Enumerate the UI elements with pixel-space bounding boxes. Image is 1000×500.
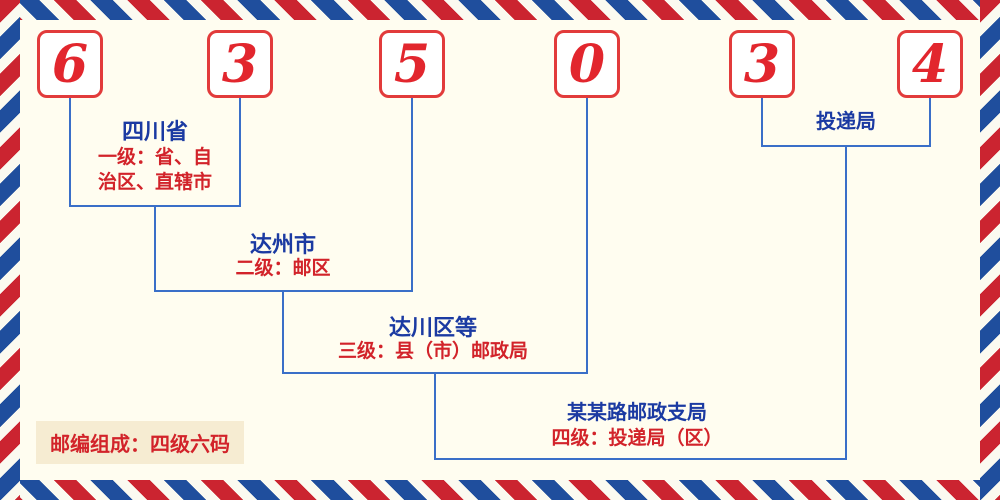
connector-line-delivery-to-branch <box>845 145 847 458</box>
county-level-desc: 三级：县（市）邮政局 <box>337 341 529 362</box>
digit-box-5: 3 <box>729 30 795 98</box>
airmail-border-bottom <box>0 480 1000 500</box>
connector-line-delivery-bottom <box>761 145 931 147</box>
connector-line-digit6-down <box>929 98 931 145</box>
city-level-desc: 二级：邮区 <box>235 258 331 279</box>
branch-name-label: 某某路邮政支局 <box>567 402 707 424</box>
connector-line-digit4-down <box>586 98 588 372</box>
connector-line-city-to-county <box>282 290 284 372</box>
digit-box-3: 5 <box>379 30 445 98</box>
connector-line-digit2-down <box>239 98 241 205</box>
county-name-label: 达川区等 <box>388 315 478 340</box>
airmail-border-right <box>980 0 1000 500</box>
digit-box-2: 3 <box>207 30 273 98</box>
connector-line-branch-bottom <box>434 458 847 460</box>
connector-line-digit3-down <box>411 98 413 290</box>
connector-line-county-to-branch <box>434 372 436 458</box>
city-name-label: 达州市 <box>249 232 317 257</box>
airmail-border-top <box>0 0 1000 20</box>
connector-line-digit5-down <box>761 98 763 145</box>
digit-box-1: 6 <box>37 30 103 98</box>
province-name-label: 四川省 <box>121 119 189 144</box>
connector-line-province-to-city <box>154 205 156 290</box>
branch-level-desc: 四级：投递局（区） <box>551 428 723 449</box>
connector-line-digit1-down <box>69 98 71 205</box>
digit-box-4: 0 <box>554 30 620 98</box>
province-level-desc: 一级：省、自 治区、直辖市 <box>97 147 213 193</box>
digit-box-6: 4 <box>897 30 963 98</box>
delivery-office-label: 投递局 <box>816 111 876 133</box>
airmail-border-left <box>0 0 20 500</box>
postal-code-composition-note: 邮编组成：四级六码 <box>36 421 244 464</box>
